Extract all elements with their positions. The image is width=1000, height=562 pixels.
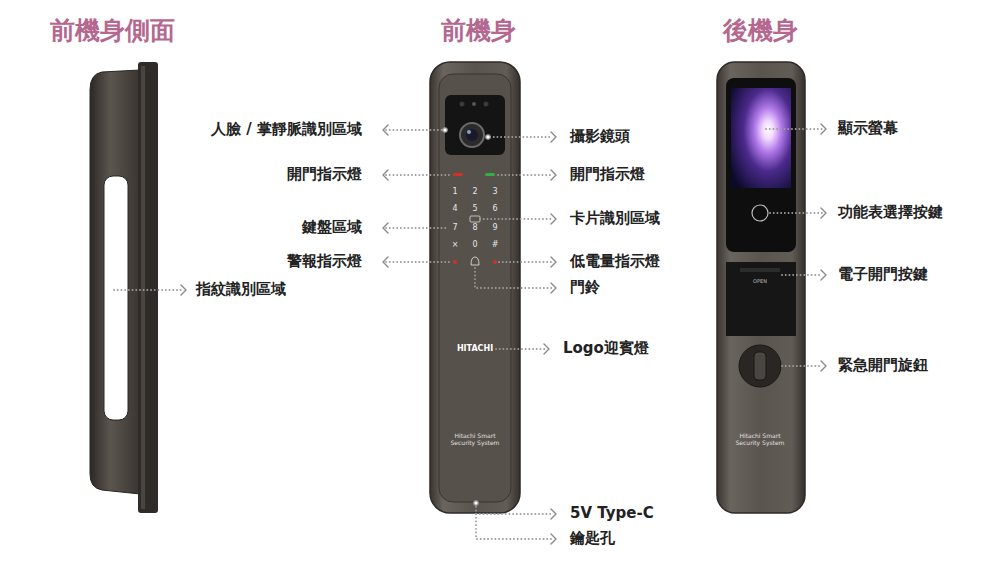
keypad-key: 8 bbox=[472, 223, 477, 232]
side-view bbox=[90, 62, 158, 513]
logo-text: HITACHI bbox=[457, 344, 493, 353]
keypad-key: # bbox=[492, 240, 499, 249]
callout-label: 5V Type-C bbox=[570, 505, 654, 522]
callout-label: 低電量指示燈 bbox=[570, 253, 660, 270]
leader-arrows bbox=[181, 124, 826, 544]
keypad-key: 1 bbox=[452, 187, 457, 196]
callout-label: 人臉 / 掌靜脈識別區域 bbox=[211, 121, 362, 138]
leader-lines bbox=[114, 129, 822, 539]
section-heading: 前機身 bbox=[441, 17, 516, 46]
brand-text: Hitachi Smart Security System bbox=[444, 433, 506, 447]
keypad-key: 9 bbox=[492, 223, 497, 232]
callout-label: 卡片識別區域 bbox=[570, 210, 660, 227]
callout-label: Logo迎賓燈 bbox=[563, 340, 649, 357]
keypad-key: 6 bbox=[492, 204, 497, 213]
keypad-key: 4 bbox=[452, 204, 457, 213]
callout-label: 鍵盤區域 bbox=[302, 219, 362, 236]
callout-label: 顯示螢幕 bbox=[838, 120, 898, 137]
keypad-key: 5 bbox=[472, 204, 477, 213]
callout-label: 電子開門按鍵 bbox=[838, 266, 928, 283]
button-text: OPEN bbox=[753, 279, 767, 285]
keypad-key: 0 bbox=[472, 240, 477, 249]
brand-text: Hitachi Smart Security System bbox=[729, 433, 791, 447]
leader-dots bbox=[443, 128, 490, 505]
keypad-key: 7 bbox=[452, 223, 457, 232]
callout-label: 功能表選擇按鍵 bbox=[838, 204, 943, 221]
keypad-key: 2 bbox=[472, 187, 477, 196]
section-heading: 後機身 bbox=[723, 17, 798, 46]
callout-label: 開門指示燈 bbox=[570, 166, 645, 183]
callout-label: 門鈴 bbox=[570, 279, 600, 296]
callout-label: 開門指示燈 bbox=[287, 166, 362, 183]
callout-label: 緊急開門旋鈕 bbox=[838, 357, 928, 374]
callout-label: 指紋識別區域 bbox=[196, 281, 286, 298]
section-heading: 前機身側面 bbox=[50, 17, 175, 46]
callout-label: 攝影鏡頭 bbox=[570, 128, 630, 145]
callout-label: 警報指示燈 bbox=[287, 253, 362, 270]
callout-label: 鑰匙孔 bbox=[570, 530, 615, 547]
keypad-key: × bbox=[452, 240, 459, 249]
keypad-key: 3 bbox=[492, 187, 497, 196]
